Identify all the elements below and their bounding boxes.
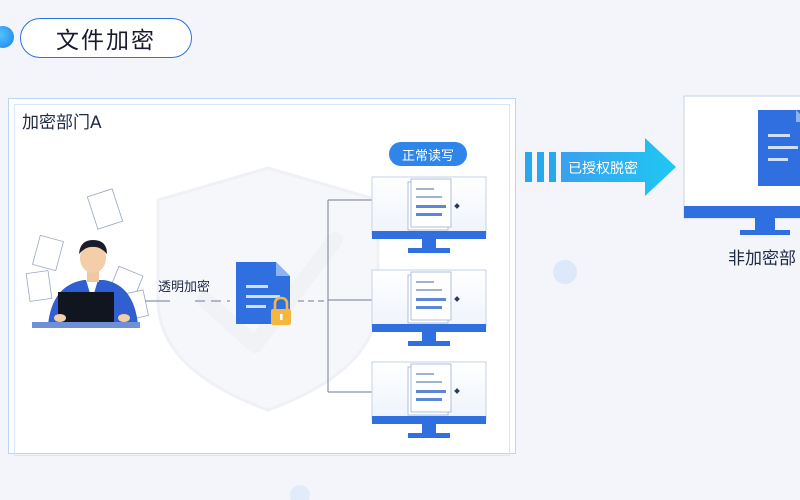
encrypted-file-icon: [236, 262, 290, 324]
title-bullet-icon: [0, 26, 14, 48]
monitor-icon: [371, 269, 487, 346]
normal-read-write-label: 正常读写: [401, 148, 454, 164]
lock-icon: [271, 296, 291, 325]
authorized-decrypt-label: 已授权脱密: [568, 161, 638, 177]
decorative-glow: [553, 260, 577, 284]
authorized-decrypt-arrow: [525, 138, 676, 196]
office-worker-icon: [25, 188, 149, 328]
normal-read-write-badge: 正常读写: [389, 142, 467, 166]
decorative-glow: [290, 485, 310, 500]
page-title-text: 文件加密: [56, 28, 156, 54]
department-a-inner-frame: [14, 104, 510, 456]
transparent-encrypt-label: 透明加密: [158, 280, 211, 295]
monitor-icon: [371, 176, 487, 253]
non-encrypted-department-label: 非加密部: [728, 249, 796, 269]
department-a-label: 加密部门A: [22, 113, 102, 133]
monitor-icon: [371, 361, 487, 438]
page-title: 文件加密: [20, 18, 192, 58]
monitor-icon: [683, 95, 800, 235]
distribution-connector: [298, 199, 372, 393]
